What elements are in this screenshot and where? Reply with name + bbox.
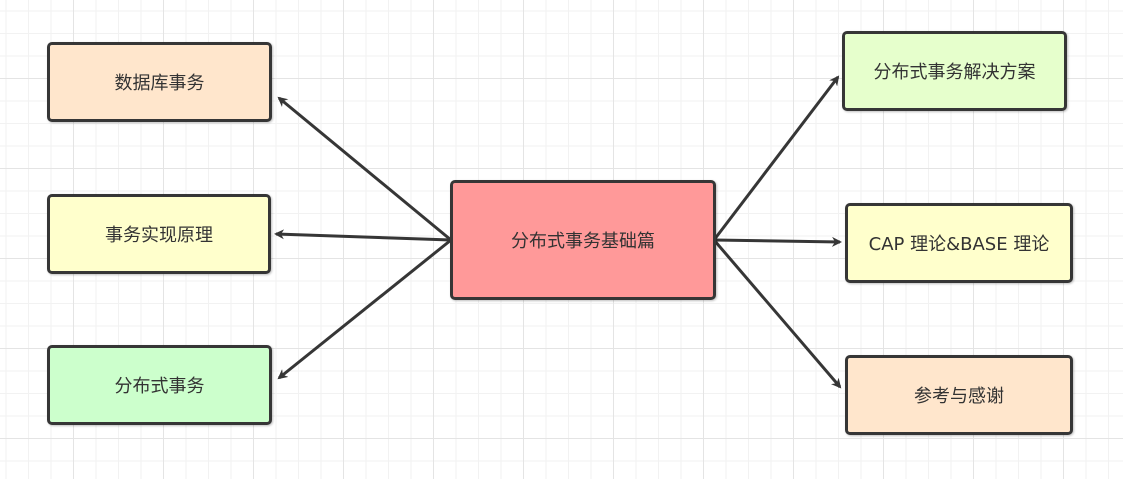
node-label: 事务实现原理: [105, 225, 213, 246]
node-distributed-transaction[interactable]: 分布式事务: [47, 345, 272, 425]
node-label: CAP 理论&BASE 理论: [868, 234, 1050, 255]
node-center[interactable]: 分布式事务基础篇: [450, 180, 716, 300]
node-label: 分布式事务: [114, 376, 205, 397]
edge-center-to-distributed-transaction: [277, 238, 452, 380]
node-label: 分布式事务基础篇: [511, 231, 655, 252]
node-label: 数据库事务: [114, 73, 205, 94]
node-transaction-impl[interactable]: 事务实现原理: [47, 194, 271, 274]
edge-center-to-cap-base: [713, 236, 842, 247]
edge-center-to-db-transaction: [277, 96, 452, 242]
node-db-transaction[interactable]: 数据库事务: [47, 42, 272, 122]
edge-center-to-references: [712, 239, 842, 389]
edge-center-to-transaction-impl: [274, 229, 452, 242]
edge-center-to-solutions: [712, 75, 840, 241]
node-label: 分布式事务解决方案: [873, 62, 1036, 83]
node-solutions[interactable]: 分布式事务解决方案: [842, 31, 1067, 111]
node-cap-base[interactable]: CAP 理论&BASE 理论: [845, 203, 1073, 283]
node-references[interactable]: 参考与感谢: [845, 355, 1073, 435]
node-label: 参考与感谢: [914, 386, 1004, 407]
